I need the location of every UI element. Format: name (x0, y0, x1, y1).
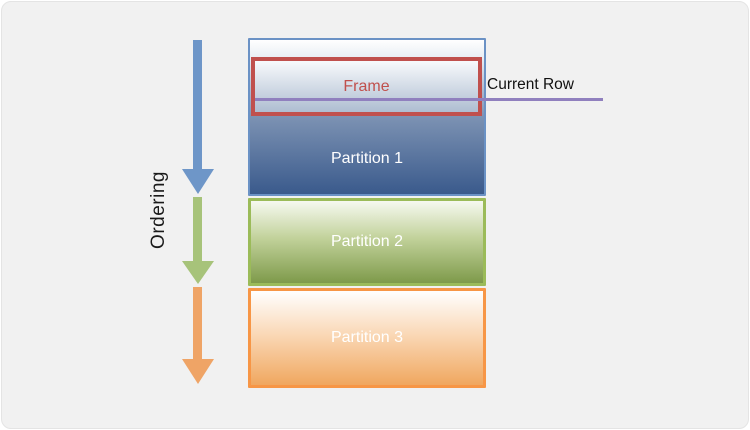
ordering-arrow-middle-shaft (193, 197, 202, 261)
frame-label: Frame (343, 77, 390, 95)
ordering-arrow-middle-head-icon (182, 261, 214, 284)
ordering-arrow-top-head-icon (182, 169, 214, 194)
ordering-arrow-bottom-head-icon (182, 359, 214, 384)
current-row-label: Current Row (487, 76, 574, 93)
partition-3-box (248, 288, 486, 388)
frame-box: Frame (251, 57, 482, 116)
ordering-label: Ordering (148, 171, 169, 249)
current-row-line (255, 98, 603, 101)
ordering-arrow-bottom-shaft (193, 287, 202, 359)
partition-3-label: Partition 3 (330, 329, 404, 346)
ordering-arrow-top-shaft (193, 40, 202, 169)
partition-1-label: Partition 1 (330, 150, 404, 167)
partition-2-label: Partition 2 (330, 233, 404, 250)
partition-2-box (248, 198, 486, 286)
